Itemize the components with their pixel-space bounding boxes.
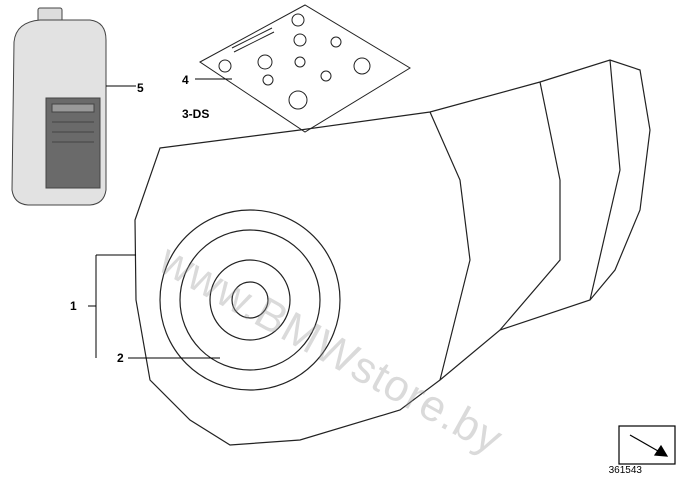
oil-bottle [11, 7, 107, 206]
callout-3-ds: 3-DS [182, 107, 210, 121]
reference-number: 361543 [608, 465, 642, 476]
callout-4: 4 [182, 73, 189, 87]
leader-lines [88, 78, 232, 359]
navigation-arrow-icon [618, 425, 676, 465]
callout-1: 1 [70, 299, 77, 313]
automatic-transmission [134, 59, 651, 446]
callout-5: 5 [137, 81, 144, 95]
seal-kit-card [199, 4, 411, 133]
callout-2: 2 [117, 351, 124, 365]
